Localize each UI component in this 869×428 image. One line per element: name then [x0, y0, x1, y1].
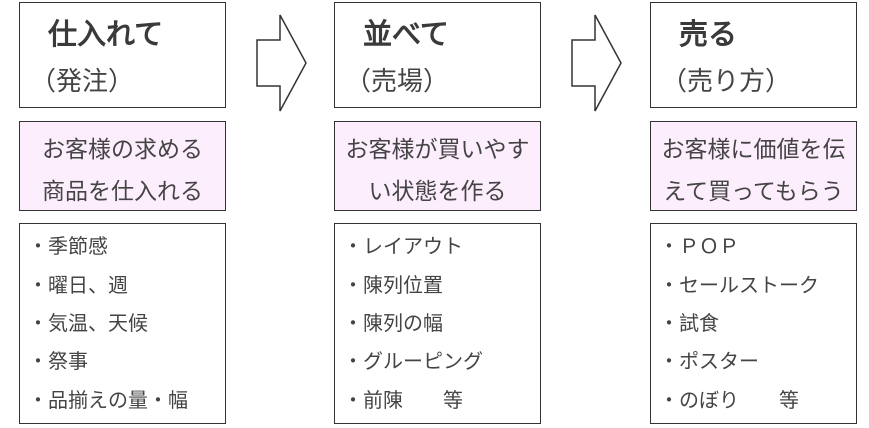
list-item: ・試食 — [659, 311, 719, 335]
list-item: ・セールストーク — [659, 273, 819, 297]
list-item: ・陳列の幅 — [343, 311, 443, 335]
list-item: ・祭事 — [28, 349, 88, 373]
step-subtitle: （売り方） — [661, 67, 792, 97]
list-item: ・前陳 等 — [343, 388, 463, 412]
list-item: ・のぼり 等 — [659, 388, 799, 412]
list-item: ・季節感 — [28, 234, 108, 258]
description-line: えて買ってもらう — [663, 179, 844, 205]
step-subtitle: （発注） — [30, 67, 135, 97]
description-line: お客様に価値を伝 — [661, 137, 846, 163]
list-item: ・レイアウト — [343, 234, 463, 258]
step-title: 並べて — [363, 17, 449, 51]
step-description-box: お客様の求める 商品を仕入れる — [19, 121, 226, 211]
right-arrow-icon — [571, 14, 622, 112]
list-item: ・ポスター — [659, 349, 759, 373]
right-arrow-icon — [256, 14, 307, 112]
list-item: ・気温、天候 — [28, 311, 148, 335]
list-item: ・曜日、週 — [28, 273, 128, 297]
step-item-list: ・レイアウト ・陳列位置 ・陳列の幅 ・グルーピング ・前陳 等 — [334, 223, 541, 424]
step-title: 売る — [679, 17, 738, 51]
list-item: ・ＰＯＰ — [659, 234, 739, 258]
step-description-box: お客様が買いやす い状態を作る — [334, 121, 541, 211]
step-item-list: ・季節感 ・曜日、週 ・気温、天候 ・祭事 ・品揃えの量・幅 — [19, 223, 226, 424]
description-line: お客様の求める — [42, 137, 203, 163]
step-title: 仕入れて — [48, 17, 164, 51]
step-header-box: 並べて （売場） — [334, 2, 541, 108]
list-item: ・陳列位置 — [343, 273, 443, 297]
step-subtitle: （売場） — [345, 67, 450, 97]
description-line: 商品を仕入れる — [42, 179, 203, 205]
step-description-box: お客様に価値を伝 えて買ってもらう — [650, 121, 857, 211]
step-header-box: 売る （売り方） — [650, 2, 857, 108]
description-line: お客様が買いやす — [345, 137, 530, 163]
step-item-list: ・ＰＯＰ ・セールストーク ・試食 ・ポスター ・のぼり 等 — [650, 223, 857, 424]
step-header-box: 仕入れて （発注） — [19, 2, 226, 108]
list-item: ・品揃えの量・幅 — [28, 388, 188, 412]
description-line: い状態を作る — [368, 179, 507, 205]
list-item: ・グルーピング — [343, 349, 483, 373]
